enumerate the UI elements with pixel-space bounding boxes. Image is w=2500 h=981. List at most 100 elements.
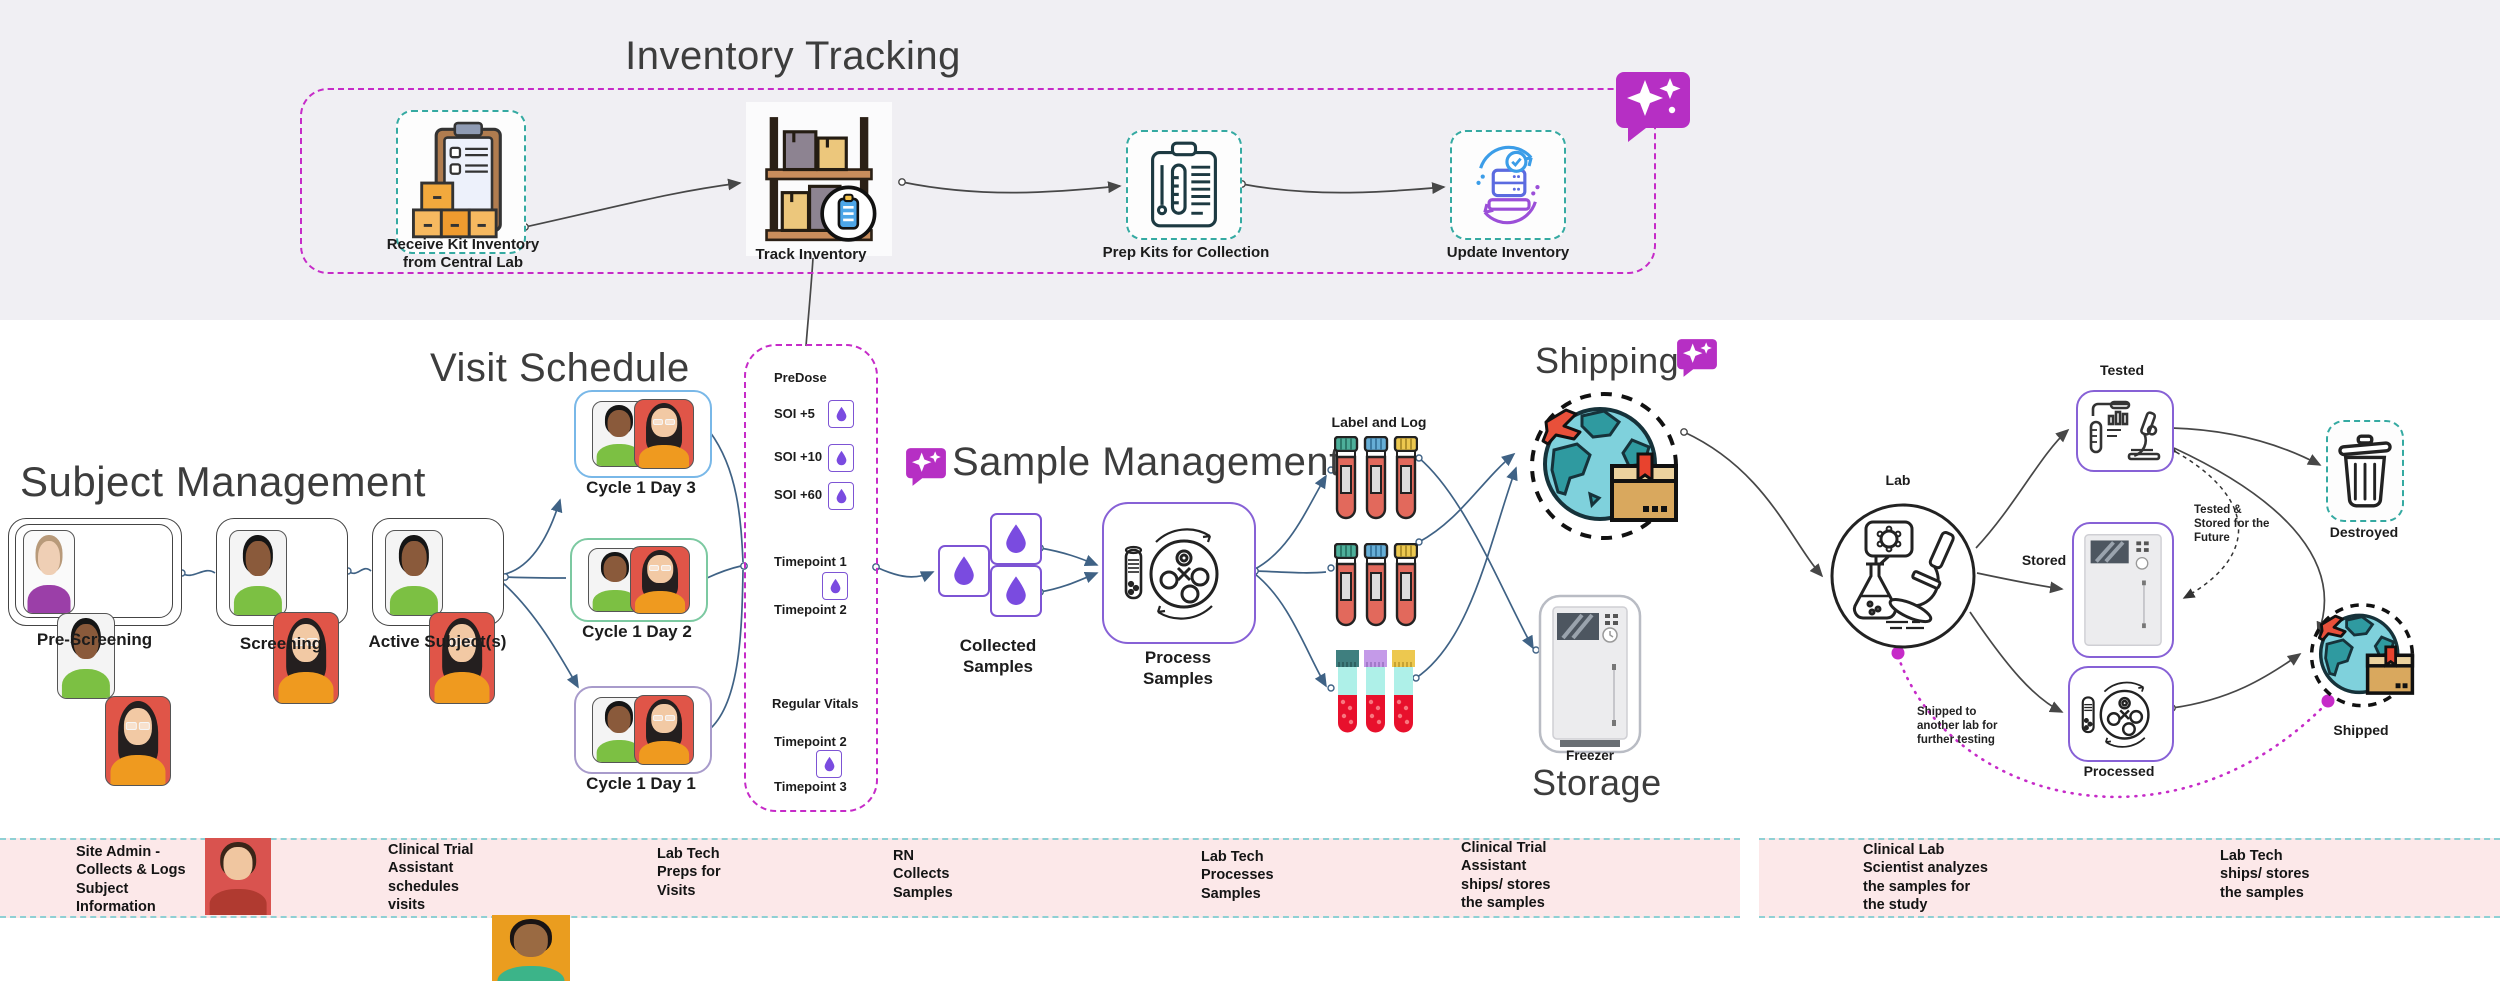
role-labtech-processes-text: Lab Tech Processes Samples: [1201, 849, 1274, 902]
avatar-person-purple: [23, 530, 75, 614]
process-samples-label: Process Samples: [1143, 648, 1213, 688]
blood-tube-icon: [1334, 436, 1418, 520]
prep-kits-label: Prep Kits for Collection: [1102, 244, 1270, 261]
predose-timepoint3: Timepoint 3: [774, 779, 847, 794]
predose-timepoint1: Timepoint 1: [774, 554, 847, 569]
predose-soi5: SOI +5: [774, 406, 815, 421]
package-icon: [1610, 452, 1678, 522]
labeled-tubes-group-3[interactable]: [1336, 650, 1416, 742]
avatar-woman-glasses: [634, 399, 694, 469]
freezer-node[interactable]: [1538, 594, 1642, 754]
roles-strip-right: [1759, 838, 2500, 918]
role-site-admin-text: Site Admin - Collects & Logs Subject Inf…: [76, 844, 186, 915]
sync-database-icon: [1476, 145, 1540, 225]
avatar-man-green: [229, 530, 287, 616]
labeled-tubes-group-1[interactable]: [1334, 436, 1418, 528]
shipped-label: Shipped: [2333, 722, 2389, 738]
avatar-man-green: [57, 613, 115, 699]
ai-sparkle-icon[interactable]: [905, 447, 947, 487]
centrifuge-icon: [1124, 528, 1219, 620]
ai-sparkle-icon[interactable]: [1614, 70, 1692, 144]
track-inventory-node[interactable]: [746, 102, 892, 256]
globe-shipping-icon: [2309, 603, 2415, 708]
process-samples-node[interactable]: [1102, 502, 1256, 644]
active-subjects-node[interactable]: [372, 518, 504, 704]
screening-node[interactable]: [216, 518, 348, 704]
freezer-icon: [1538, 594, 1642, 754]
cycle-1-day-1-node[interactable]: [574, 686, 712, 774]
stored-node[interactable]: [2072, 522, 2174, 658]
tested-node[interactable]: [2076, 390, 2174, 472]
cycle-1-day-2-node[interactable]: [570, 538, 708, 622]
role-labtech-ships-text: Lab Tech ships/ stores the samples: [2220, 848, 2310, 901]
collected-sample-node[interactable]: [990, 513, 1042, 565]
blood-droplet-icon: [822, 572, 848, 600]
collected-sample-node[interactable]: [938, 545, 990, 597]
lab-node[interactable]: [1828, 500, 1978, 652]
screening-label: Screening: [239, 634, 323, 653]
role-cta-ships-text: Clinical Trial Assistant ships/ stores t…: [1461, 840, 1551, 911]
collected-samples-label: Collected Samples: [959, 636, 1037, 676]
tested-stored-note: Tested & Stored for the Future: [2194, 504, 2270, 544]
shipped-node[interactable]: [2306, 600, 2418, 712]
processed-tube-icon: [1336, 650, 1415, 733]
cycle-1-day-3-node[interactable]: [574, 390, 712, 478]
sample-management-title: Sample Management: [952, 440, 1341, 484]
receive-kit-label: Receive Kit Inventory from Central Lab: [386, 236, 540, 272]
avatar-woman-glasses: [273, 612, 339, 704]
blood-tube-icon: [1334, 543, 1418, 627]
role-cta-schedules-avatar: [492, 915, 570, 981]
avatar-woman-glasses: [105, 696, 171, 786]
update-inventory-label: Update Inventory: [1446, 244, 1570, 261]
label-and-log-label: Label and Log: [1331, 414, 1427, 430]
globe-shipping-icon: [1530, 392, 1678, 540]
microscope-test-icon: [2089, 400, 2161, 461]
shipping-title: Shipping: [1535, 340, 1680, 381]
inventory-tracking-title: Inventory Tracking: [625, 34, 961, 78]
update-inventory-node[interactable]: [1450, 130, 1566, 240]
destroyed-node[interactable]: [2326, 420, 2404, 522]
storage-title: Storage: [1532, 762, 1662, 803]
role-cls-analyzes-text: Clinical Lab Scientist analyzes the samp…: [1863, 842, 1988, 913]
pre-screening-node[interactable]: [8, 518, 182, 786]
avatar-woman-glasses: [429, 612, 495, 704]
role-cta-schedules-text: Clinical Trial Assistant schedules visit…: [388, 842, 474, 913]
roles-strip-left: [0, 838, 1740, 918]
prep-kits-clipboard-icon: [1151, 141, 1217, 228]
freezer-icon: [2084, 534, 2162, 646]
inventory-tracking-group-box[interactable]: [300, 88, 1656, 274]
cycle-1-day-2-label: Cycle 1 Day 2: [582, 622, 692, 641]
shipped-note: Shipped to another lab for further testi…: [1917, 706, 1998, 746]
lab-label: Lab: [1885, 472, 1911, 488]
blood-droplet-icon: [816, 750, 842, 778]
predose-timepoint2: Timepoint 2: [774, 602, 847, 617]
processed-node[interactable]: [2068, 666, 2174, 762]
receive-kit-node[interactable]: [396, 110, 526, 254]
predose-panel[interactable]: PreDose SOI +5 SOI +10 SOI +60 Timepoint…: [744, 344, 878, 812]
processed-label: Processed: [2083, 763, 2155, 779]
labeled-tubes-group-2[interactable]: [1334, 543, 1418, 635]
predose-timepoint2b: Timepoint 2: [774, 734, 847, 749]
blood-droplet-icon: [828, 482, 854, 510]
freezer-label: Freezer: [1565, 748, 1615, 763]
shipping-globe-node[interactable]: [1524, 388, 1684, 546]
stored-label: Stored: [2021, 552, 2067, 568]
subject-management-title: Subject Management: [20, 458, 426, 505]
avatar-man-green: [385, 530, 443, 616]
ai-sparkle-icon[interactable]: [1676, 338, 1718, 378]
lab-circle-icon: [1830, 503, 1976, 649]
predose-soi10: SOI +10: [774, 449, 823, 464]
destroyed-label: Destroyed: [2329, 524, 2399, 540]
clipboard-boxes-icon: [411, 121, 502, 239]
prep-kits-node[interactable]: [1126, 130, 1242, 240]
predose-regular-vitals: Regular Vitals: [772, 696, 859, 711]
trash-icon: [2338, 434, 2392, 508]
avatar-woman-glasses: [634, 695, 694, 765]
role-rn-collects-text: RN Collects Samples: [893, 848, 953, 901]
shelf-boxes-icon: [765, 117, 877, 242]
collected-sample-node[interactable]: [990, 565, 1042, 617]
role-site-admin-avatar: [205, 838, 271, 915]
package-icon: [2365, 645, 2415, 695]
